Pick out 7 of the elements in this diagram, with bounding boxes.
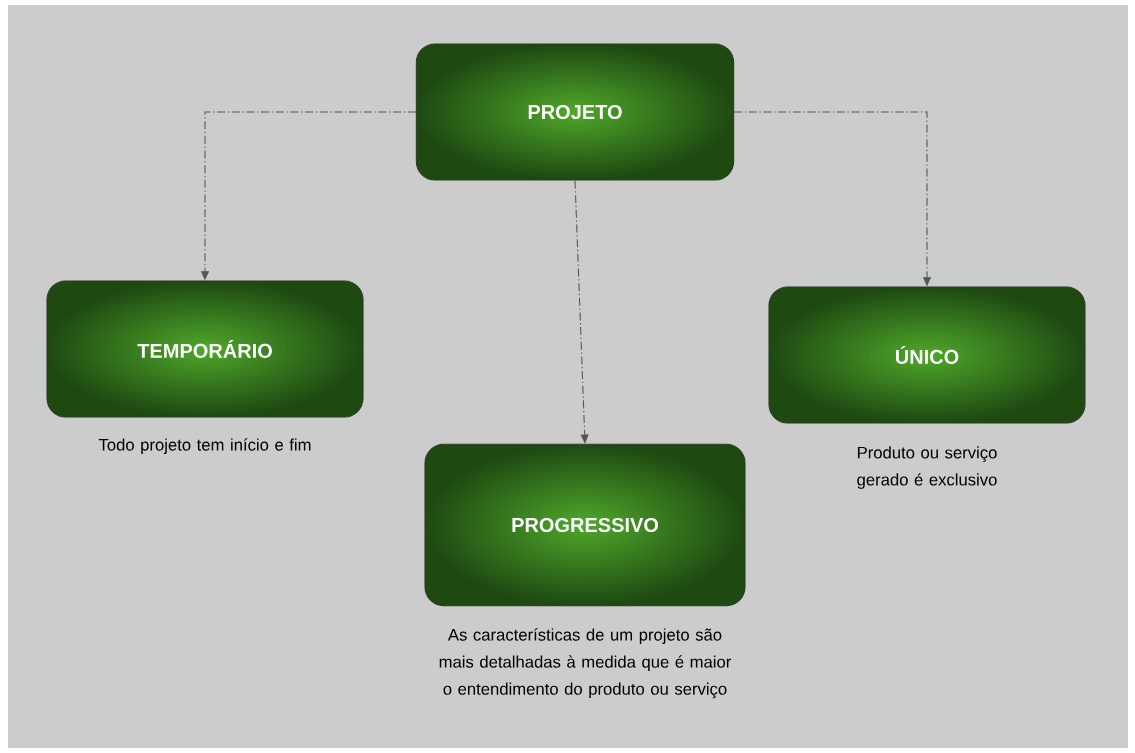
node-caption: As características de um projeto são mais detalhadas à medida que é maior o entendimento do produto ou serviço [439,628,732,699]
process-box: PROJETO [415,43,735,181]
node-caption: Produto ou serviço gerado é exclusivo [857,446,997,489]
node-caption: Todo projeto tem início e fim [98,438,311,454]
process-box: ÚNICO [768,286,1086,424]
process-box: PROGRESSIVO [424,443,746,607]
process-box: TEMPORÁRIO [46,280,364,418]
